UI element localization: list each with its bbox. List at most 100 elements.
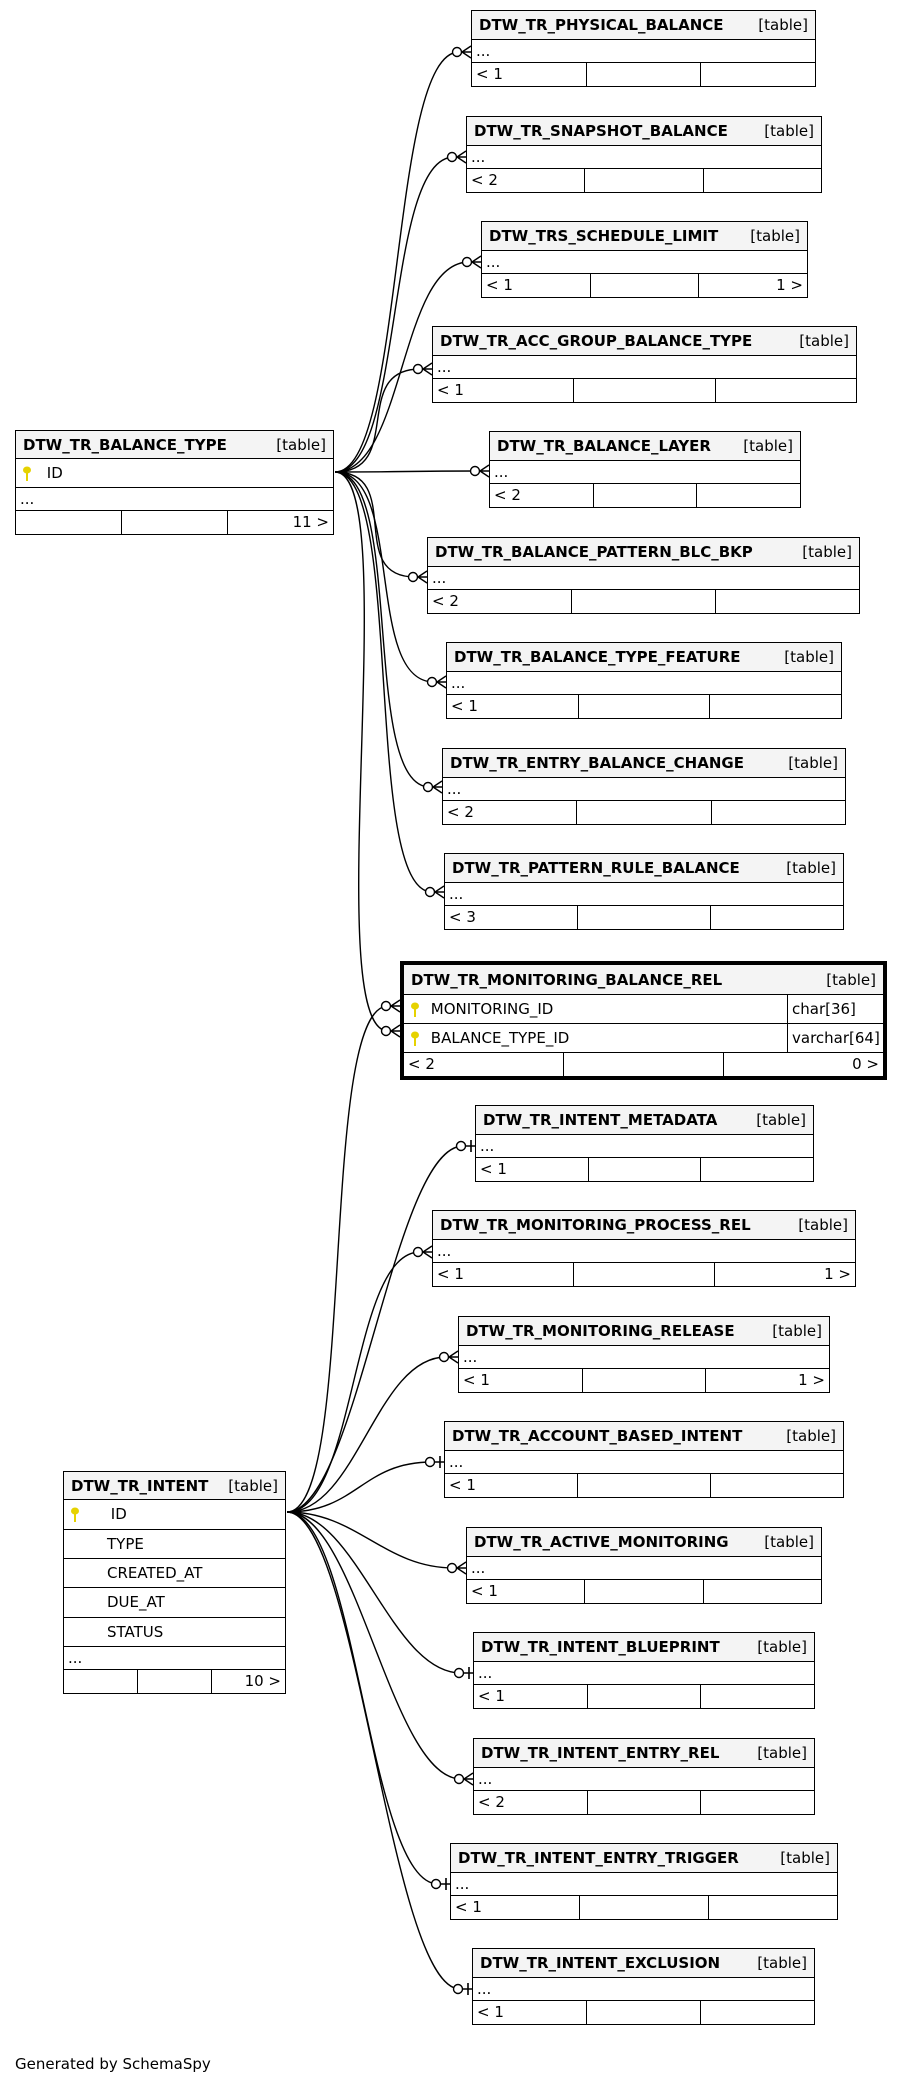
table-dtw-tr-intent-metadata[interactable]: DTW_TR_INTENT_METADATA [table] ... < 1: [475, 1105, 814, 1182]
column-row: ID: [64, 1500, 285, 1530]
table-header: DTW_TR_MONITORING_BALANCE_REL [table]: [404, 965, 883, 995]
table-footer: < 1: [447, 695, 841, 718]
table-dtw-tr-account-based-intent[interactable]: DTW_TR_ACCOUNT_BASED_INTENT [table] ... …: [444, 1421, 844, 1498]
many-marker: [422, 362, 433, 376]
table-dtw-tr-intent-blueprint[interactable]: DTW_TR_INTENT_BLUEPRINT [table] ... < 1: [473, 1632, 815, 1709]
footer-middle: [585, 1580, 704, 1603]
optional-marker: [424, 1456, 436, 1468]
one-marker: [435, 1456, 444, 1468]
table-header: DTW_TR_ACTIVE_MONITORING [table]: [467, 1528, 821, 1557]
table-name: DTW_TR_BALANCE_TYPE: [23, 435, 227, 454]
table-dtw-tr-balance-layer[interactable]: DTW_TR_BALANCE_LAYER [table] ... < 2: [489, 431, 801, 508]
table-type: [table]: [750, 227, 800, 245]
table-header: DTW_TR_BALANCE_TYPE [table]: [16, 431, 333, 459]
table-dtw-tr-monitoring-process-rel[interactable]: DTW_TR_MONITORING_PROCESS_REL [table] ..…: [432, 1210, 856, 1287]
optional-marker: [438, 1351, 450, 1363]
many-marker: [390, 1024, 401, 1038]
more-columns: ...: [474, 1768, 814, 1791]
children-count: 1 >: [776, 276, 804, 294]
one-marker: [464, 1667, 473, 1679]
table-dtw-tr-intent-entry-rel[interactable]: DTW_TR_INTENT_ENTRY_REL [table] ... < 2: [473, 1738, 815, 1815]
parents-count: < 2: [443, 801, 578, 824]
table-dtw-tr-balance-type[interactable]: DTW_TR_BALANCE_TYPE [table] ID ... 11 >: [15, 430, 334, 535]
relationship-edge: [334, 51, 460, 473]
table-type: [table]: [780, 1849, 830, 1867]
column-name: BALANCE_TYPE_ID: [430, 1029, 570, 1047]
column-row: CREATED_AT: [64, 1559, 285, 1588]
more-columns: ...: [451, 1873, 837, 1896]
optional-marker: [452, 1983, 464, 1995]
table-footer: < 1: [467, 1580, 821, 1603]
table-footer: < 1: [473, 2001, 814, 2024]
table-dtw-tr-balance-type-feature[interactable]: DTW_TR_BALANCE_TYPE_FEATURE [table] ... …: [446, 642, 842, 719]
table-dtw-tr-active-monitoring[interactable]: DTW_TR_ACTIVE_MONITORING [table] ... < 1: [466, 1527, 822, 1604]
relationship-edge: [334, 261, 470, 473]
table-footer: < 1: [472, 63, 815, 86]
many-marker: [432, 780, 443, 794]
table-header: DTW_TR_PATTERN_RULE_BALANCE [table]: [445, 854, 843, 883]
table-header: DTW_TRS_SCHEDULE_LIMIT [table]: [482, 222, 807, 251]
table-footer: < 2: [474, 1791, 814, 1814]
table-dtw-tr-monitoring-balance-rel[interactable]: DTW_TR_MONITORING_BALANCE_REL [table] MO…: [400, 961, 887, 1080]
table-dtw-tr-intent[interactable]: DTW_TR_INTENT [table] ID TYPE CREATED_AT…: [63, 1471, 286, 1694]
more-columns: ...: [433, 356, 856, 379]
table-name: DTW_TR_PHYSICAL_BALANCE: [479, 16, 724, 34]
table-type: [table]: [786, 1427, 836, 1445]
many-marker: [436, 675, 447, 689]
table-header: DTW_TR_ACCOUNT_BASED_INTENT [table]: [445, 1422, 843, 1451]
table-footer: < 2: [467, 169, 821, 192]
many-marker: [461, 45, 472, 59]
footer-middle: [587, 2001, 701, 2024]
table-type: [table]: [228, 1476, 278, 1495]
parents-count: < 3: [445, 906, 578, 929]
children-count: [716, 590, 859, 613]
table-dtw-tr-pattern-rule-balance[interactable]: DTW_TR_PATTERN_RULE_BALANCE [table] ... …: [444, 853, 844, 930]
column-name: ID: [110, 1505, 127, 1523]
relationship-edge: [334, 471, 389, 1032]
optional-marker: [380, 1025, 392, 1037]
many-marker: [456, 1561, 467, 1575]
children-count: [710, 695, 841, 718]
column-row: ID: [16, 459, 333, 488]
table-dtw-tr-acc-group-balance-type[interactable]: DTW_TR_ACC_GROUP_BALANCE_TYPE [table] ..…: [432, 326, 857, 403]
footer-middle: [580, 1896, 709, 1919]
table-type: [table]: [757, 1638, 807, 1656]
children-count: 1 >: [824, 1265, 851, 1283]
children-count: [711, 1474, 843, 1497]
more-columns: ...: [473, 1978, 814, 2001]
table-footer: < 2: [490, 484, 800, 507]
table-type: [table]: [764, 122, 814, 140]
table-dtw-tr-intent-entry-trigger[interactable]: DTW_TR_INTENT_ENTRY_TRIGGER [table] ... …: [450, 1843, 838, 1920]
table-dtw-tr-balance-pattern-blc-bkp[interactable]: DTW_TR_BALANCE_PATTERN_BLC_BKP [table] .…: [427, 537, 860, 614]
table-dtw-tr-physical-balance[interactable]: DTW_TR_PHYSICAL_BALANCE [table] ... < 1: [471, 10, 816, 87]
table-dtw-tr-snapshot-balance[interactable]: DTW_TR_SNAPSHOT_BALANCE [table] ... < 2: [466, 116, 822, 193]
table-name: DTW_TR_MONITORING_PROCESS_REL: [440, 1216, 751, 1234]
optional-marker: [453, 1667, 465, 1679]
table-type: [table]: [802, 543, 852, 561]
more-columns: ...: [433, 1240, 855, 1263]
children-count: 11 >: [292, 513, 329, 531]
table-name: DTW_TR_INTENT_EXCLUSION: [480, 1954, 721, 1972]
one-marker: [466, 1140, 475, 1152]
more-columns: ...: [476, 1135, 813, 1158]
parents-count: < 1: [473, 2001, 587, 2024]
table-dtw-tr-monitoring-release[interactable]: DTW_TR_MONITORING_RELEASE [table] ... < …: [458, 1316, 830, 1393]
footer-middle: [122, 511, 228, 534]
one-marker: [441, 1878, 450, 1890]
table-type: [table]: [772, 1322, 822, 1340]
optional-marker: [461, 256, 473, 268]
children-count: 10 >: [244, 1672, 281, 1690]
table-dtw-tr-intent-exclusion[interactable]: DTW_TR_INTENT_EXCLUSION [table] ... < 1: [472, 1948, 815, 2025]
many-marker: [422, 1245, 433, 1259]
table-header: DTW_TR_ENTRY_BALANCE_CHANGE [table]: [443, 749, 845, 778]
table-footer: < 2: [443, 801, 845, 824]
table-dtw-tr-entry-balance-change[interactable]: DTW_TR_ENTRY_BALANCE_CHANGE [table] ... …: [442, 748, 846, 825]
table-name: DTW_TR_BALANCE_PATTERN_BLC_BKP: [435, 543, 753, 561]
table-dtw-trs-schedule-limit[interactable]: DTW_TRS_SCHEDULE_LIMIT [table] ... < 1 1…: [481, 221, 808, 298]
optional-marker: [422, 781, 434, 793]
table-type: [table]: [798, 1216, 848, 1234]
optional-marker: [451, 46, 463, 58]
parents-count: < 2: [474, 1791, 588, 1814]
relationship-edge: [286, 1461, 433, 1513]
table-name: DTW_TR_ENTRY_BALANCE_CHANGE: [450, 754, 744, 772]
